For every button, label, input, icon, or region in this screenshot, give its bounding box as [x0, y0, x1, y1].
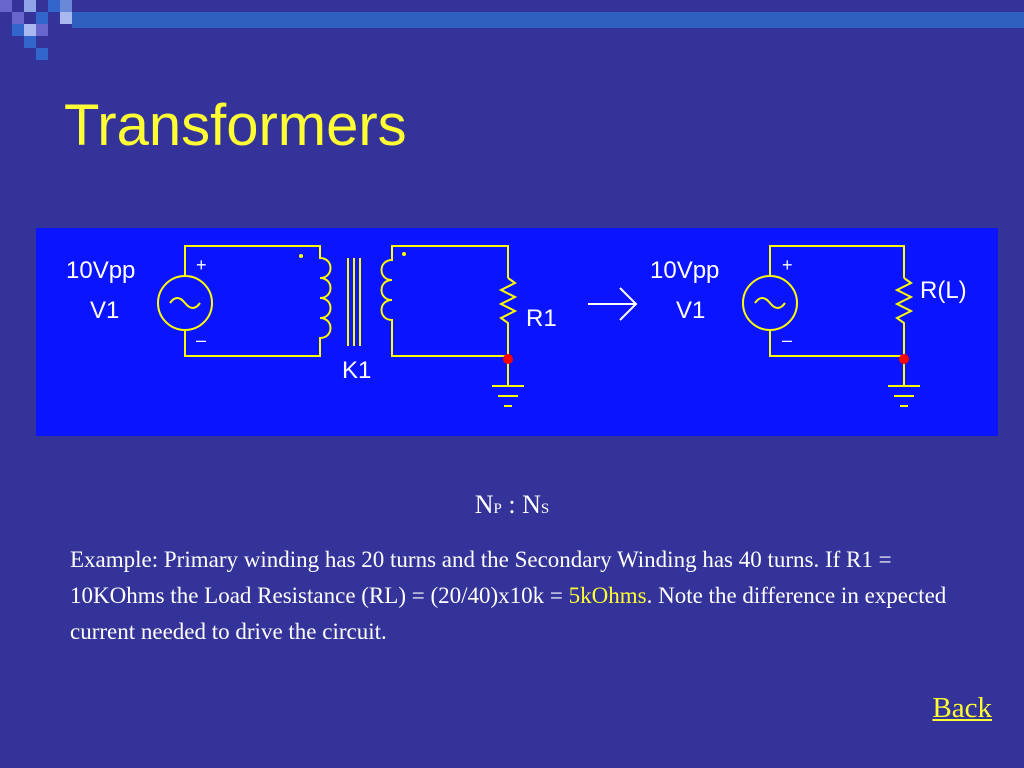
left-plus-label: +	[196, 255, 207, 275]
example-text-part1: Example: Primary winding has 20 turns an…	[70, 547, 892, 608]
slide-title: Transformers	[64, 93, 407, 158]
back-link[interactable]: Back	[932, 692, 992, 724]
left-minus-label: –	[196, 330, 206, 350]
ratio-separator: : N	[501, 490, 541, 519]
resistor-r1	[498, 277, 518, 356]
right-node-dot	[899, 354, 909, 364]
right-plus-label: +	[782, 255, 793, 275]
right-circuit	[742, 245, 920, 407]
resistor-rl	[894, 277, 914, 356]
right-source-name: V1	[676, 297, 705, 324]
equivalence-arrow	[588, 287, 638, 321]
resistor-rl-label: R(L)	[920, 277, 967, 304]
left-source-name: V1	[90, 297, 119, 324]
secondary-coil	[380, 254, 393, 340]
ratio-ns-sub: S	[540, 501, 550, 517]
circuit-diagram: 10Vpp V1 + – K1 R1 10Vpp V1 + – R(L)	[36, 228, 998, 436]
resistor-r1-label: R1	[526, 305, 557, 332]
turns-ratio: NP : NS	[0, 490, 1024, 520]
example-highlight: 5kOhms	[568, 583, 647, 608]
right-minus-label: –	[782, 330, 792, 350]
left-source-value: 10Vpp	[66, 257, 135, 284]
transformer-label: K1	[342, 357, 371, 384]
primary-coil	[319, 254, 332, 342]
ratio-np: N	[474, 490, 494, 519]
right-source-value: 10Vpp	[650, 257, 719, 284]
left-circuit	[157, 245, 524, 407]
left-node-dot	[503, 354, 513, 364]
example-text-part2: . Note the difference in expected curren…	[70, 583, 947, 644]
ratio-np-sub: P	[493, 501, 502, 517]
corner-decoration	[0, 0, 1024, 60]
example-paragraph: Example: Primary winding has 20 turns an…	[70, 542, 960, 650]
